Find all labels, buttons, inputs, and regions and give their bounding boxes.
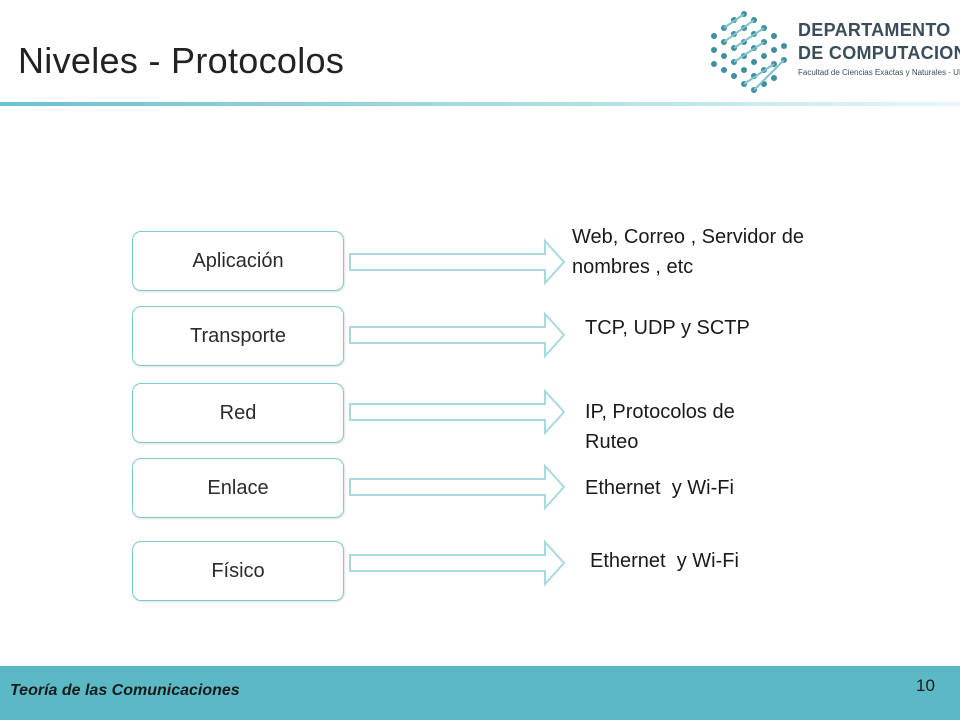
protocol-line: TCP, UDP y SCTP [585, 317, 750, 339]
layer-box-red: Red [132, 383, 344, 443]
arrow-right-icon [349, 388, 566, 436]
department-logo: DEPARTAMENTO DE COMPUTACION Facultad de … [706, 6, 960, 98]
protocol-line: IP, Protocolos de [585, 401, 735, 423]
logo-text-line2: DE COMPUTACION [798, 43, 960, 63]
protocol-line: Web, Correo , Servidor de [572, 226, 804, 248]
footer-bar: Teoría de las Comunicaciones 10 [0, 666, 960, 720]
title-underline [0, 102, 960, 106]
dots-logo-icon [711, 11, 787, 93]
protocols-enlace: Ethernet y Wi-Fi [585, 473, 734, 503]
layer-box-transporte: Transporte [132, 306, 344, 366]
logo-text-line1: DEPARTAMENTO [798, 20, 951, 40]
arrow-right-icon [349, 311, 566, 359]
slide-title: Niveles - Protocolos [18, 40, 345, 81]
arrow-right-icon [349, 238, 566, 286]
protocol-line: Ruteo [585, 431, 639, 453]
course-title: Teoría de las Comunicaciones [10, 682, 240, 699]
layer-box-enlace: Enlace [132, 458, 344, 518]
logo-text-line3: Facultad de Ciencias Exactas y Naturales… [798, 68, 960, 77]
arrow-right-icon [349, 463, 566, 511]
layer-box-fisico: Físico [132, 541, 344, 601]
arrow-right-icon [349, 539, 566, 587]
protocol-line: nombres , etc [572, 256, 694, 278]
protocols-aplicacion: Web, Correo , Servidor de nombres , etc [572, 222, 804, 282]
protocol-line: Ethernet y Wi-Fi [585, 477, 734, 499]
protocols-fisico: Ethernet y Wi-Fi [590, 546, 739, 576]
protocols-red: IP, Protocolos de Ruteo [585, 397, 735, 457]
page-number: 10 [916, 676, 935, 695]
layer-box-aplicacion: Aplicación [132, 231, 344, 291]
protocols-transporte: TCP, UDP y SCTP [585, 313, 750, 343]
protocol-line: Ethernet y Wi-Fi [590, 550, 739, 572]
